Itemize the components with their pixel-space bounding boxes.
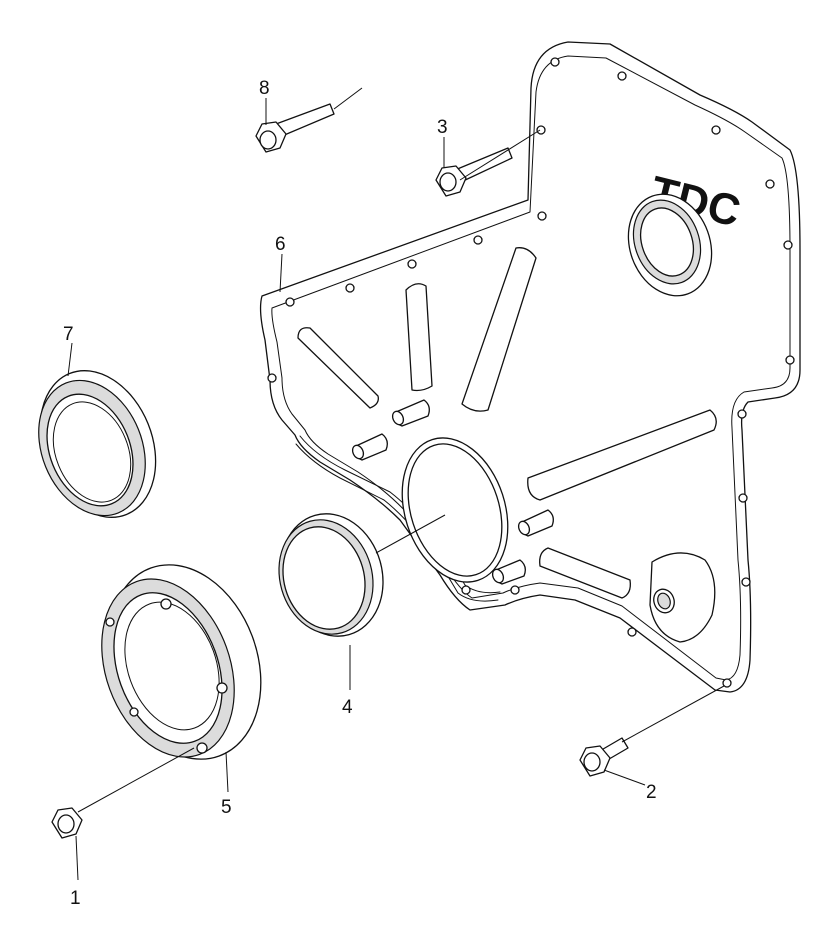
bolt-part-1 <box>51 807 83 839</box>
gear-cover-ribs <box>297 247 717 599</box>
callout-label-4: 4 <box>342 697 353 718</box>
gear-cover-inner-outline <box>271 55 791 681</box>
leader-lines <box>67 98 725 881</box>
gear-cover-crank-opening <box>401 437 509 583</box>
gear-cover-upper-opening <box>627 193 713 297</box>
gear-cover: TDC <box>259 41 801 693</box>
seal-housing-part-5 <box>101 564 262 760</box>
gear-cover-bolt-holes <box>267 57 795 688</box>
gear-cover-dowels <box>351 399 554 585</box>
bolt-part-2 <box>579 737 629 777</box>
callout-labels: 1 2 3 4 5 6 7 8 <box>63 78 657 909</box>
callout-label-2: 2 <box>646 782 657 803</box>
ring-part-4 <box>278 513 384 637</box>
callout-label-6: 6 <box>275 234 286 255</box>
callout-label-3: 3 <box>437 117 448 138</box>
callout-label-7: 7 <box>63 324 74 345</box>
gear-cover-access-boss <box>649 552 716 643</box>
bolt-part-8 <box>255 87 363 153</box>
callout-label-8: 8 <box>259 78 270 99</box>
callout-label-5: 5 <box>221 797 232 818</box>
seal-part-7 <box>38 370 157 518</box>
callout-label-1: 1 <box>70 888 81 909</box>
